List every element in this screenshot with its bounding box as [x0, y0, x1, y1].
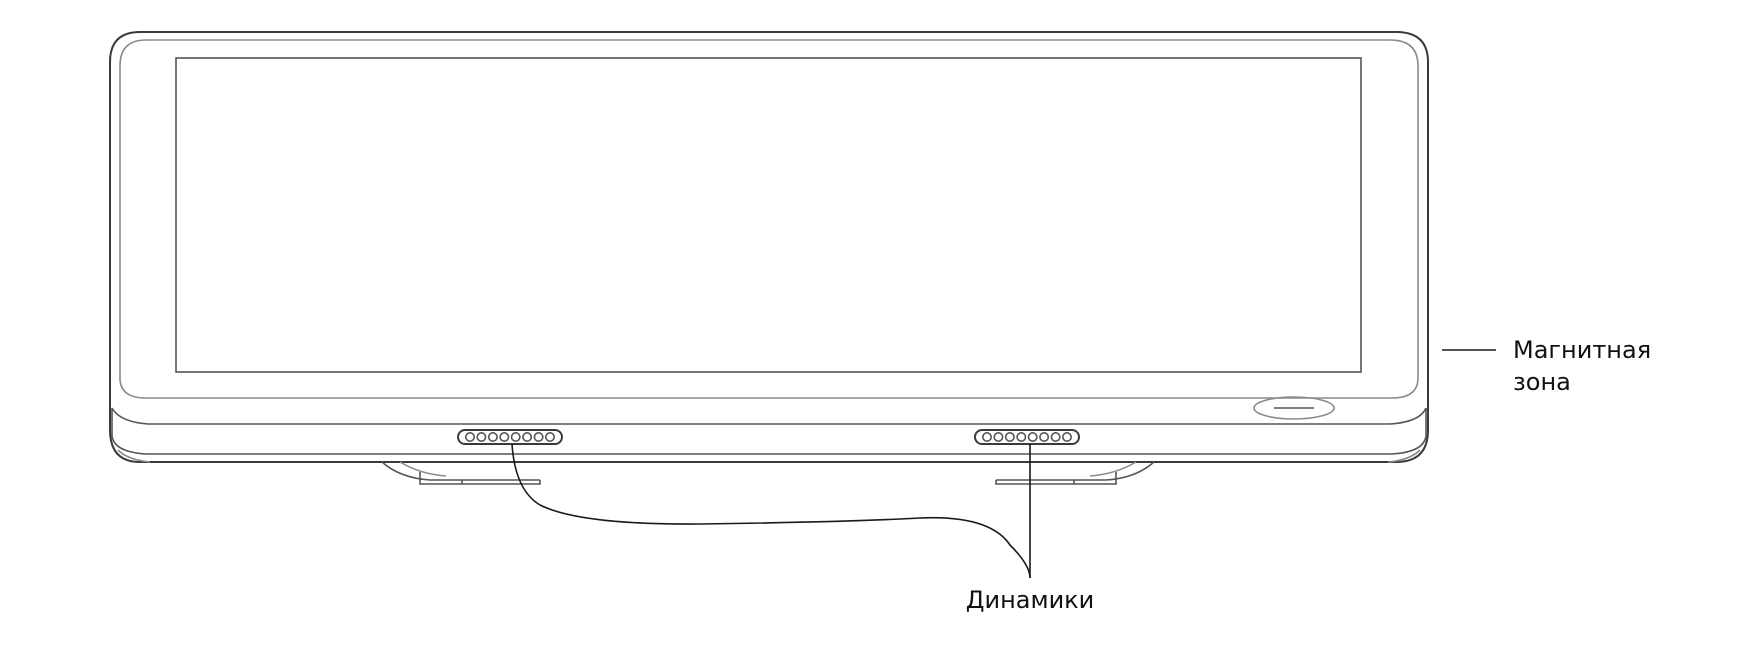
speaker-hole	[510, 431, 521, 442]
magnetic-zone-label-line2: зона	[1513, 368, 1571, 396]
speaker-hole	[464, 431, 475, 442]
display-screen	[175, 57, 1362, 373]
speaker-hole	[499, 431, 510, 442]
chassis-band-bottom	[117, 449, 151, 463]
speaker-hole	[1027, 431, 1038, 442]
chassis-band-bottom-right	[1387, 449, 1421, 463]
speaker-hole	[1016, 431, 1027, 442]
speakers-leader-left	[511, 443, 1031, 579]
bezel-bottom-line	[111, 407, 1427, 425]
speaker-hole	[544, 431, 555, 442]
speaker-hole	[1062, 431, 1073, 442]
device-outer-body	[109, 31, 1429, 463]
magnetic-zone-label-line1: Магнитная	[1513, 336, 1651, 364]
home-button	[1253, 396, 1335, 420]
speaker-hole	[993, 431, 1004, 442]
speaker-hole	[487, 431, 498, 442]
chassis-band-top	[111, 408, 1427, 455]
speaker-grille-right	[974, 429, 1080, 445]
speaker-grille-left	[457, 429, 563, 445]
speaker-hole	[522, 431, 533, 442]
stand-right	[995, 461, 1155, 485]
speaker-hole	[533, 431, 544, 442]
stand-right-curve	[1089, 461, 1137, 477]
speaker-hole	[1050, 431, 1061, 442]
speakers-label: Динамики	[966, 586, 1095, 614]
stand-left-curve	[399, 461, 447, 477]
speaker-hole	[1004, 431, 1015, 442]
device-inner-bezel	[119, 39, 1419, 399]
stand-left	[381, 461, 541, 485]
speaker-hole	[1039, 431, 1050, 442]
speaker-hole	[476, 431, 487, 442]
speaker-hole	[981, 431, 992, 442]
